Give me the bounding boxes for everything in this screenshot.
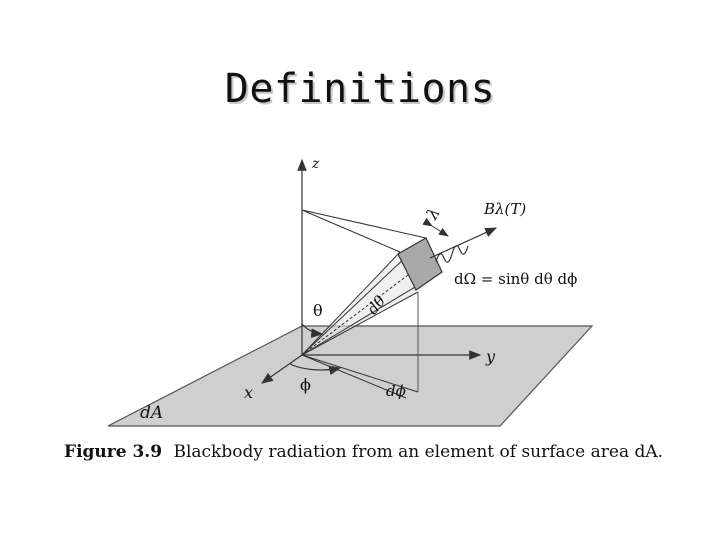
caption-text: Blackbody radiation from an element of s…	[173, 442, 664, 462]
slide-title: Definitions	[224, 66, 496, 112]
figure-number: Figure 3.9	[64, 442, 163, 462]
radiation-ray	[429, 227, 498, 259]
x-axis-label: x	[244, 383, 253, 402]
y-axis-label: y	[485, 347, 496, 366]
phi-arc	[289, 363, 342, 375]
radiance-label: Bλ(T)	[483, 200, 526, 218]
radiation-wave	[435, 245, 469, 263]
cone-edge	[301, 291, 419, 356]
wavelength-label: λ	[422, 204, 444, 223]
beam-projection-edge	[301, 354, 407, 399]
d-phi-label: dϕ	[386, 382, 406, 400]
x-axis	[261, 354, 303, 384]
solid-angle-patch	[397, 237, 443, 291]
phi-label: ϕ	[300, 375, 311, 394]
solid-angle-equation: dΩ = sinθ dθ dϕ	[454, 270, 577, 288]
wavelength-marker	[422, 217, 449, 237]
figure-caption: Figure 3.9 Blackbody radiation from an e…	[64, 442, 663, 462]
theta-arc	[301, 323, 324, 338]
construction-line	[301, 209, 427, 239]
surface-plane	[107, 325, 594, 427]
theta-label: θ	[313, 301, 323, 320]
beam-projection	[301, 354, 419, 393]
construction-line	[301, 209, 401, 253]
area-label: dA	[140, 403, 163, 423]
z-axis-label: z	[311, 156, 320, 172]
